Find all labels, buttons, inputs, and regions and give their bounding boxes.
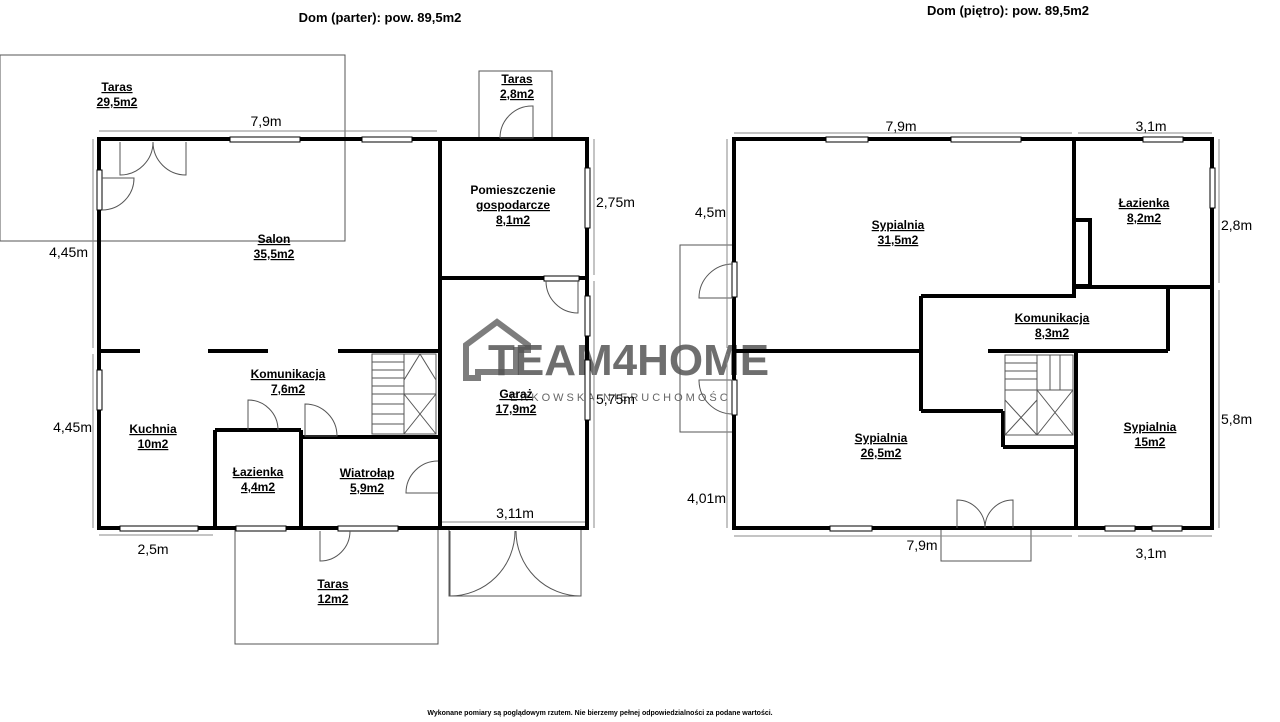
room-sypialnia-big-area: 31,5m2 (878, 233, 919, 247)
room-sypialnia-small-name: Sypialnia (1124, 420, 1177, 434)
dim-ground-bottom-left: 2,5m (137, 541, 168, 557)
dim-ground-left-lower: 4,45m (53, 419, 92, 435)
room-lazienka-area: 4,4m2 (241, 480, 275, 494)
room-taras-bottom-name: Taras (317, 577, 348, 591)
room-kuchnia-area: 10m2 (138, 437, 169, 451)
room-komunikacja-name: Komunikacja (251, 367, 326, 381)
room-pomieszczenie-name2: gospodarcze (476, 198, 550, 212)
room-taras-bottom-area: 12m2 (318, 592, 349, 606)
room-garaz-name: Garaż (499, 387, 532, 401)
dim-upper-top-right: 3,1m (1135, 118, 1166, 134)
room-lazienka-name: Łazienka (233, 465, 284, 479)
watermark-brand: TEAM4HOME (488, 336, 769, 385)
balcony-bottom-outline (940, 527, 1032, 562)
watermark-logo: TEAM4HOME ERKOWSKA NIERUCHOMOŚCI (463, 318, 769, 404)
room-lazienka-upper-area: 8,2m2 (1127, 211, 1161, 225)
terrace-big-outline (0, 54, 346, 242)
dim-upper-bottom-right: 3,1m (1135, 545, 1166, 561)
room-salon-area: 35,5m2 (254, 247, 295, 261)
dim-ground-top: 7,9m (250, 113, 281, 129)
room-taras-small-area: 2,8m2 (500, 87, 534, 101)
room-pomieszczenie-name1: Pomieszczenie (470, 183, 556, 197)
dim-upper-top-left: 7,9m (885, 118, 916, 134)
room-sypialnia-mid-area: 26,5m2 (861, 446, 902, 460)
dim-ground-right-lower: 5,75m (596, 391, 635, 407)
dim-upper-left-upper: 4,5m (695, 204, 726, 220)
room-taras-small-name: Taras (501, 72, 532, 86)
dim-upper-right-lower: 5,8m (1221, 411, 1252, 427)
room-salon-name: Salon (258, 232, 291, 246)
watermark-tagline: ERKOWSKA NIERUCHOMOŚCI (510, 391, 737, 404)
room-sypialnia-small-area: 15m2 (1135, 435, 1166, 449)
upper-floor-title: Dom (piętro): pow. 89,5m2 (927, 3, 1089, 18)
room-wiatrolap-name: Wiatrołap (340, 466, 395, 480)
room-taras-big-name: Taras (101, 80, 132, 94)
dim-ground-left-upper: 4,45m (49, 244, 88, 260)
room-komunikacja-area: 7,6m2 (271, 382, 305, 396)
dim-upper-bottom-left: 7,9m (906, 537, 937, 553)
dim-upper-right-upper: 2,8m (1221, 217, 1252, 233)
room-komunikacja-upper-name: Komunikacja (1015, 311, 1090, 325)
room-sypialnia-mid-name: Sypialnia (855, 431, 908, 445)
ground-floor-plan: 7,9m 4,45m 4,45m 2,75m 5,75m 2,5m 3,11m … (0, 54, 635, 645)
room-komunikacja-upper-area: 8,3m2 (1035, 326, 1069, 340)
room-garaz-area: 17,9m2 (496, 402, 537, 416)
room-wiatrolap-area: 5,9m2 (350, 481, 384, 495)
footer-disclaimer: Wykonane pomiary są poglądowym rzutem. N… (427, 710, 772, 717)
room-pomieszczenie-area: 8,1m2 (496, 213, 530, 227)
dim-ground-right-upper: 2,75m (596, 194, 635, 210)
dim-garage-width: 3,11m (496, 505, 534, 521)
room-lazienka-upper-name: Łazienka (1119, 196, 1170, 210)
ground-floor-title: Dom (parter): pow. 89,5m2 (299, 10, 462, 25)
room-sypialnia-big-name: Sypialnia (872, 218, 925, 232)
dim-upper-left-lower: 4,01m (687, 490, 726, 506)
upper-floor-plan: 7,9m 3,1m 4,5m 4,01m 2,8m 5,8m 7,9m 3,1m… (679, 118, 1252, 562)
room-taras-big-area: 29,5m2 (97, 95, 138, 109)
room-kuchnia-name: Kuchnia (129, 422, 177, 436)
